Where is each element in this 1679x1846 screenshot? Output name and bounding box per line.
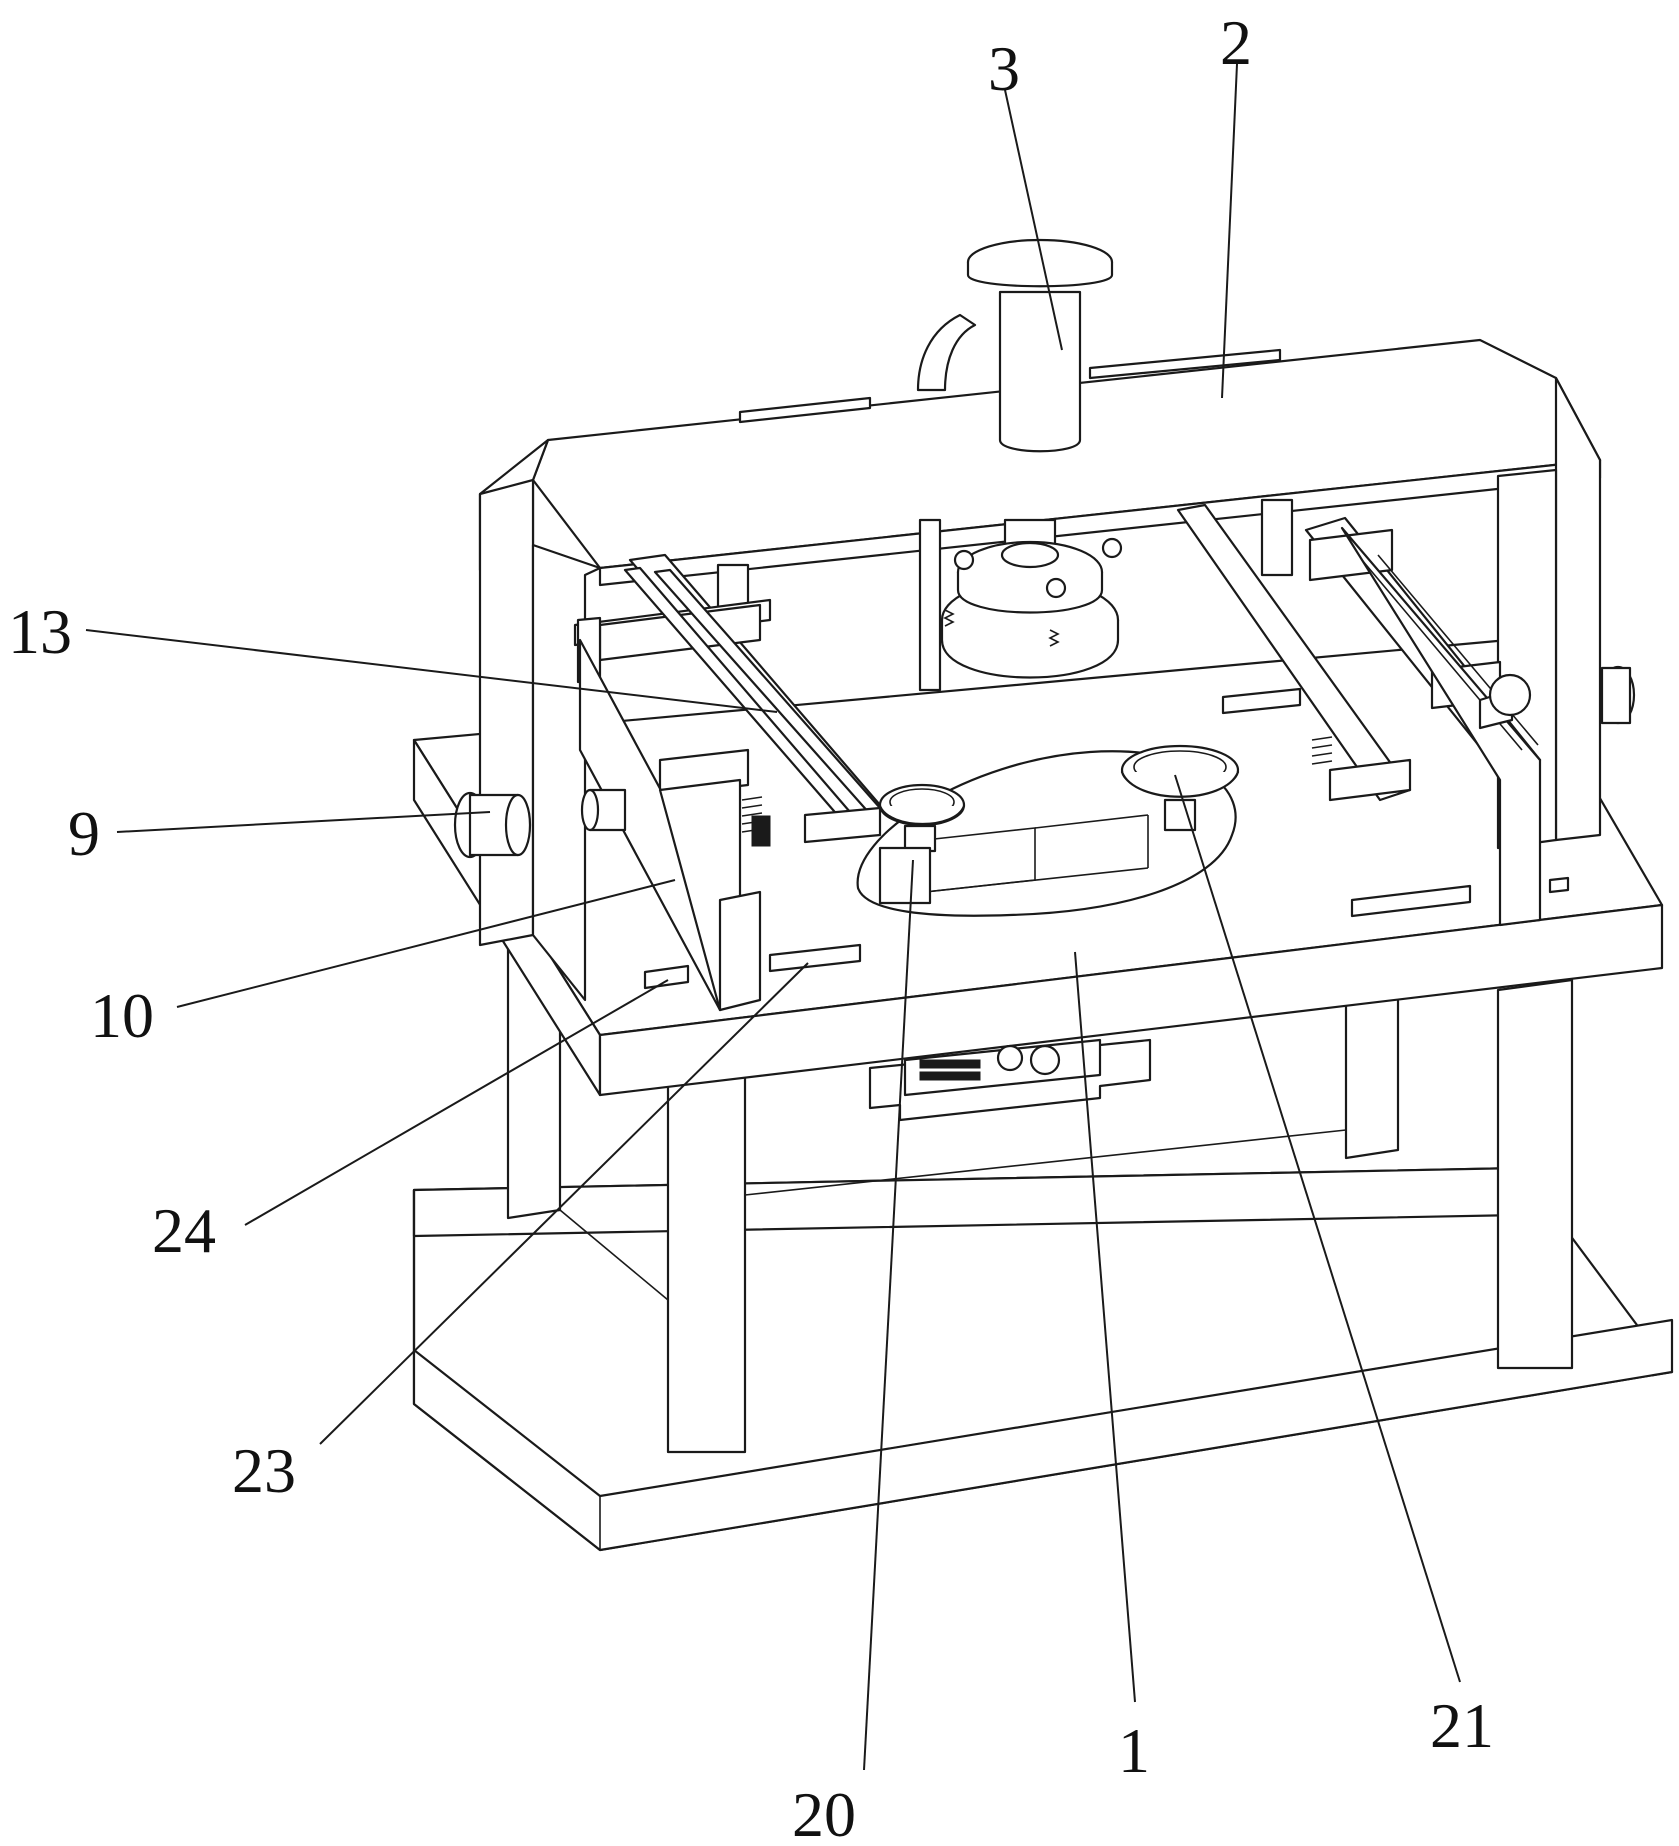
ref-label-2: 2 xyxy=(1220,7,1252,78)
ref-label-23: 23 xyxy=(232,1435,296,1506)
ref-label-20: 20 xyxy=(792,1779,856,1846)
ref-label-24: 24 xyxy=(152,1195,216,1266)
ref-label-3: 3 xyxy=(988,33,1020,104)
ref-label-10: 10 xyxy=(90,980,154,1051)
ref-label-9: 9 xyxy=(68,798,100,869)
ref-label-1: 1 xyxy=(1118,1715,1150,1786)
base-plate xyxy=(414,1168,1672,1550)
ref-label-13: 13 xyxy=(8,596,72,667)
ref-label-21: 21 xyxy=(1430,1690,1494,1761)
leader-2 xyxy=(1222,64,1237,398)
